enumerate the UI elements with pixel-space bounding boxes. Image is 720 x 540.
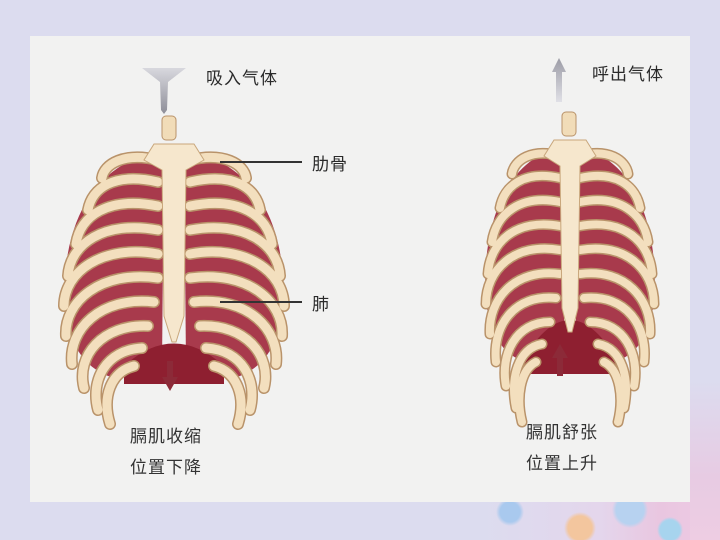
rib-leader-line <box>220 161 302 163</box>
inhale-title: 吸入气体 <box>206 69 278 89</box>
inhale-funnel-arrow-icon <box>142 68 186 114</box>
rib-label: 肋骨 <box>312 155 348 175</box>
diaphragm-up-arrow-icon <box>552 344 568 376</box>
exhale-caption: 膈肌舒张 位置上升 <box>526 418 598 480</box>
inhale-caption-line1: 膈肌收缩 <box>130 427 202 447</box>
slide-canvas: 吸入气体 <box>30 36 690 502</box>
ribcage-exhale-illustration <box>480 111 660 428</box>
diaphragm-down-arrow-icon <box>162 361 178 391</box>
exhale-up-arrow-icon <box>552 58 566 102</box>
floral-decoration-right <box>690 380 720 540</box>
lung-leader-line <box>220 301 302 303</box>
exhale-caption-line2: 位置上升 <box>526 454 598 474</box>
exhale-title: 呼出气体 <box>592 65 664 85</box>
ribcage-inhale-illustration <box>58 115 290 430</box>
floral-decoration <box>480 500 720 540</box>
lung-label: 肺 <box>312 295 330 315</box>
inhale-caption: 膈肌收缩 位置下降 <box>130 422 202 484</box>
inhale-caption-line2: 位置下降 <box>130 458 202 478</box>
exhale-caption-line1: 膈肌舒张 <box>526 423 598 443</box>
